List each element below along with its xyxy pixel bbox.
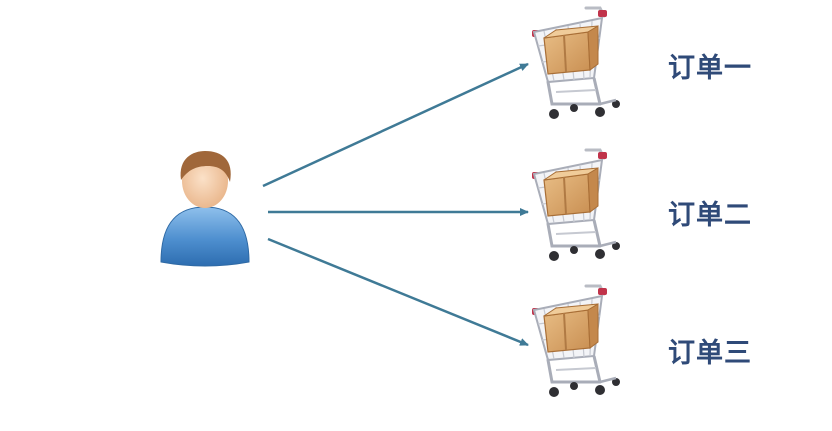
shopping-cart-icon [530,6,622,121]
arrow-to-order-1 [262,62,529,188]
order-label-2: 订单二 [668,200,752,231]
order-label-3: 订单三 [668,338,752,369]
arrow-to-order-3 [267,237,529,347]
user-avatar-icon [160,151,250,267]
order-label-1: 订单一 [668,53,752,84]
shopping-cart-icon [530,148,622,263]
shopping-cart-icon [530,284,622,399]
